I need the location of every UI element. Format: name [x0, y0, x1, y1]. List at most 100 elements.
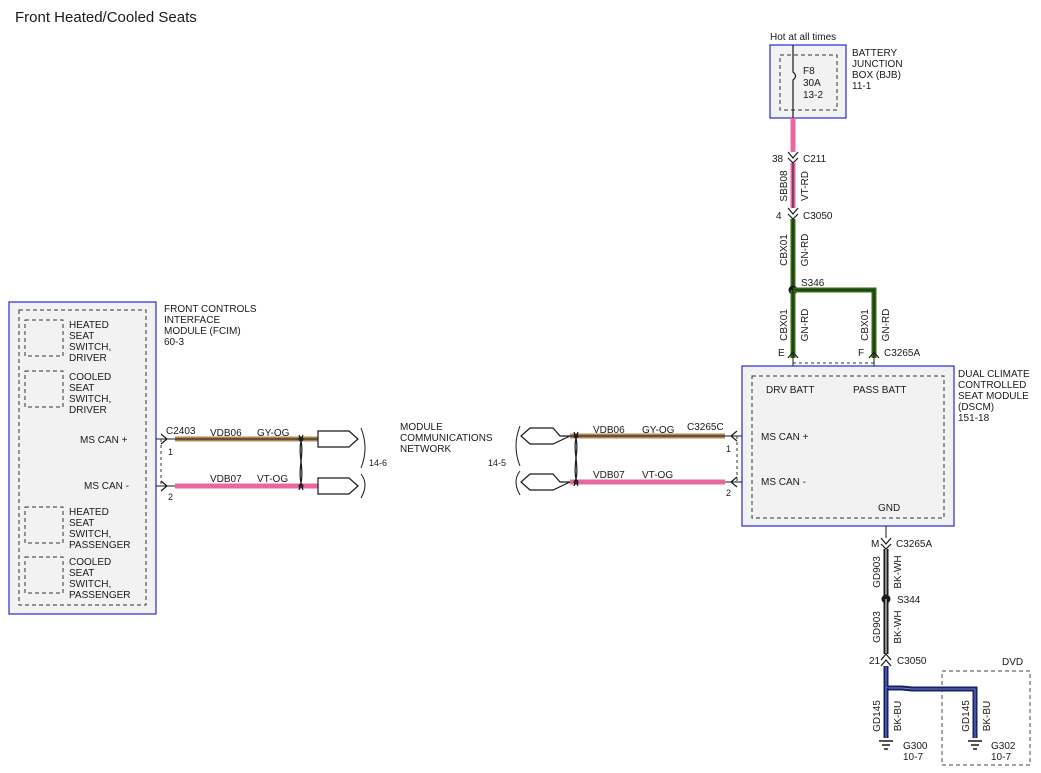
heated-pass-line-1: HEATED [69, 507, 109, 518]
c3050-pin-num: 4 [776, 211, 782, 222]
cbx01-drv-circuit: CBX01 [779, 309, 790, 341]
hot-at-all-times-label: Hot at all times [770, 32, 836, 43]
dscm-gnd-label: GND [878, 503, 900, 514]
dvd-box [941, 670, 1031, 766]
vdb06-right-circuit: VDB06 [593, 425, 625, 436]
bjb-label-2: JUNCTION [852, 59, 903, 70]
cbx01-drv-color: GN-RD [800, 309, 811, 342]
dscm-can-minus-pin-num: 2 [726, 488, 731, 498]
vdb06-left-color: GY-OG [257, 428, 290, 439]
c211-pin-num: 38 [772, 154, 784, 165]
dscm-can-minus-connector-icon [730, 476, 738, 488]
page-title: Front Heated/Cooled Seats [15, 9, 197, 26]
heated-seat-switch-driver-box [24, 319, 64, 357]
fuse-label-1: F8 [803, 66, 815, 77]
cooled-pass-line-1: COOLED [69, 557, 111, 568]
g300-ref: 10-7 [903, 752, 923, 763]
cooled-seat-switch-driver-box [24, 370, 64, 408]
gd145-left-circuit: GD145 [872, 700, 883, 732]
g302-label: G302 [991, 741, 1016, 752]
dvd-label: DVD [1002, 657, 1023, 668]
pin-e-label: E [778, 348, 785, 359]
ground-g302-icon [968, 740, 982, 750]
g302-ref: 10-7 [991, 752, 1011, 763]
dscm-can-plus-connector-icon [730, 430, 738, 442]
heated-pass-line-2: SEAT [69, 518, 94, 529]
fuse-label-3: 13-2 [803, 90, 823, 101]
fcim-module-box [8, 301, 157, 615]
gd903-lower-color: BK-WH [893, 610, 904, 643]
fcim-ms-can-plus-label: MS CAN + [80, 435, 128, 446]
cbx01-pass-color: GN-RD [881, 309, 892, 342]
cbx01-upper-color: GN-RD [800, 234, 811, 267]
network-label-3: NETWORK [400, 444, 451, 455]
c3265a-top-label: C3265A [884, 348, 920, 359]
heated-driver-line-4: DRIVER [69, 353, 107, 364]
heated-pass-line-3: SWITCH, [69, 529, 111, 540]
c211-connector-icon [787, 151, 799, 159]
dscm-label-3: SEAT MODULE [958, 391, 1029, 402]
pin-f-connector-icon [868, 351, 880, 359]
fcim-can-minus-connector-icon [160, 480, 168, 492]
gd145-right-circuit: GD145 [961, 700, 972, 732]
heated-driver-line-1: HEATED [69, 320, 109, 331]
vdb06-left-circuit: VDB06 [210, 428, 242, 439]
heated-pass-line-4: PASSENGER [69, 540, 131, 551]
fcim-can-plus-pin-num: 1 [168, 447, 173, 457]
dscm-label-4: (DSCM) [958, 402, 994, 413]
sbb08-circuit-label: SBB08 [779, 170, 790, 202]
fcim-internal-box [18, 309, 147, 606]
gd903-upper-circuit: GD903 [872, 556, 883, 588]
cooled-pass-line-3: SWITCH, [69, 579, 111, 590]
cooled-pass-line-2: SEAT [69, 568, 94, 579]
dscm-label-2: CONTROLLED [958, 380, 1026, 391]
bjb-label-3: BOX (BJB) [852, 70, 901, 81]
dscm-drv-batt-label: DRV BATT [766, 385, 815, 396]
network-ref-right: 14-5 [488, 458, 506, 468]
gd903-lower-circuit: GD903 [872, 611, 883, 643]
c2403-label: C2403 [166, 426, 196, 437]
bjb-module-box [769, 44, 847, 119]
fcim-label-3: MODULE (FCIM) [164, 326, 241, 337]
dscm-ms-can-plus-label: MS CAN + [761, 432, 809, 443]
heated-driver-line-3: SWITCH, [69, 342, 111, 353]
gd145-left-color: BK-BU [893, 701, 904, 732]
c3265a-bottom-label: C3265A [896, 539, 932, 550]
network-ref-left: 14-6 [369, 458, 387, 468]
c3050-connector-icon [787, 207, 799, 215]
fcim-label-4: 60-3 [164, 337, 184, 348]
g300-label: G300 [903, 741, 928, 752]
vdb07-left-color: VT-OG [257, 474, 288, 485]
fcim-label-2: INTERFACE [164, 315, 220, 326]
heated-driver-line-2: SEAT [69, 331, 94, 342]
dscm-module-box [741, 365, 955, 527]
gd903-upper-color: BK-WH [893, 555, 904, 588]
dscm-ms-can-minus-label: MS CAN - [761, 477, 806, 488]
fcim-can-plus-connector-icon [160, 433, 168, 445]
vdb06-right-color: GY-OG [642, 425, 675, 436]
fuse-f8-icon [792, 45, 797, 118]
sbb08-color-label: VT-RD [800, 171, 811, 201]
network-label-2: COMMUNICATIONS [400, 433, 493, 444]
network-label-1: MODULE [400, 422, 443, 433]
network-arrow-left-minus [317, 477, 359, 495]
heated-seat-switch-passenger-box [24, 506, 64, 544]
s344-label: S344 [897, 595, 921, 606]
c3265c-label: C3265C [687, 422, 724, 433]
gd145-right-color: BK-BU [982, 701, 993, 732]
pin-m-label: M [871, 539, 879, 550]
s346-label: S346 [801, 278, 825, 289]
vdb07-right-circuit: VDB07 [593, 470, 625, 481]
cooled-driver-line-4: DRIVER [69, 405, 107, 416]
pin-e-connector-icon [787, 351, 799, 359]
cooled-driver-line-3: SWITCH, [69, 394, 111, 405]
c3050-ground-connector-icon [880, 653, 892, 661]
vdb07-right-color: VT-OG [642, 470, 673, 481]
dscm-can-plus-pin-num: 1 [726, 444, 731, 454]
dscm-internal-box [751, 375, 945, 519]
vdb07-left-circuit: VDB07 [210, 474, 242, 485]
network-arrow-right-minus [520, 473, 571, 491]
fcim-can-minus-pin-num: 2 [168, 492, 173, 502]
ground-g300-icon [879, 740, 893, 750]
